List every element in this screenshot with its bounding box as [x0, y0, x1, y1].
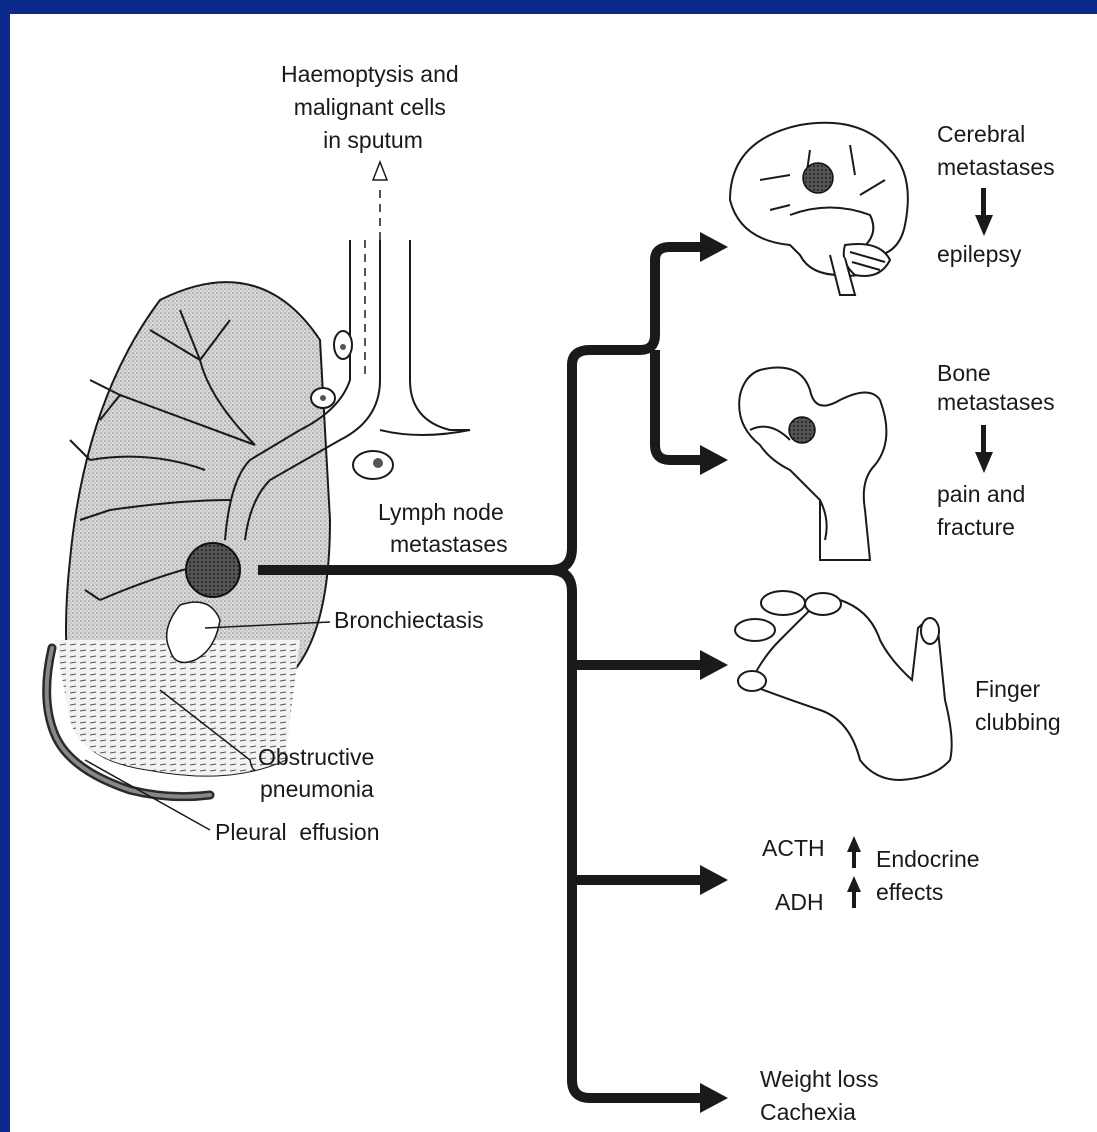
up-arrows — [847, 836, 861, 908]
flow-arrows — [258, 247, 705, 1098]
lymph-node-label: Lymph node metastases — [378, 499, 510, 557]
pleural-effusion-label: Pleural effusion — [215, 819, 380, 845]
femur-icon — [739, 368, 886, 561]
obstructive-pneumonia-label: Obstructive pneumonia — [258, 744, 381, 802]
acth-label: ACTH — [762, 835, 825, 861]
weight-loss-label: Weight loss Cachexia — [760, 1066, 885, 1125]
bronchiectasis-label: Bronchiectasis — [334, 607, 484, 633]
finger-clubbing-label: Finger clubbing — [975, 676, 1061, 735]
cerebral-label: Cerebral metastases — [937, 121, 1055, 180]
endocrine-label: Endocrine effects — [876, 846, 986, 905]
bone-label: Bone metastases — [937, 360, 1055, 415]
hand-icon — [735, 591, 952, 780]
lung-cancer-diagram: Haemoptysis and malignant cells in sputu… — [10, 14, 1097, 1132]
arrow-heads — [700, 232, 728, 1113]
adh-label: ADH — [775, 889, 824, 915]
epilepsy-label: epilepsy — [937, 241, 1022, 267]
haemoptysis-label: Haemoptysis and malignant cells in sputu… — [281, 61, 465, 153]
diagram-panel: Haemoptysis and malignant cells in sputu… — [10, 14, 1097, 1132]
pain-fracture-label: pain and fracture — [937, 481, 1032, 540]
down-arrows — [975, 188, 993, 473]
lung-icon — [47, 162, 470, 797]
brain-icon — [730, 123, 908, 295]
